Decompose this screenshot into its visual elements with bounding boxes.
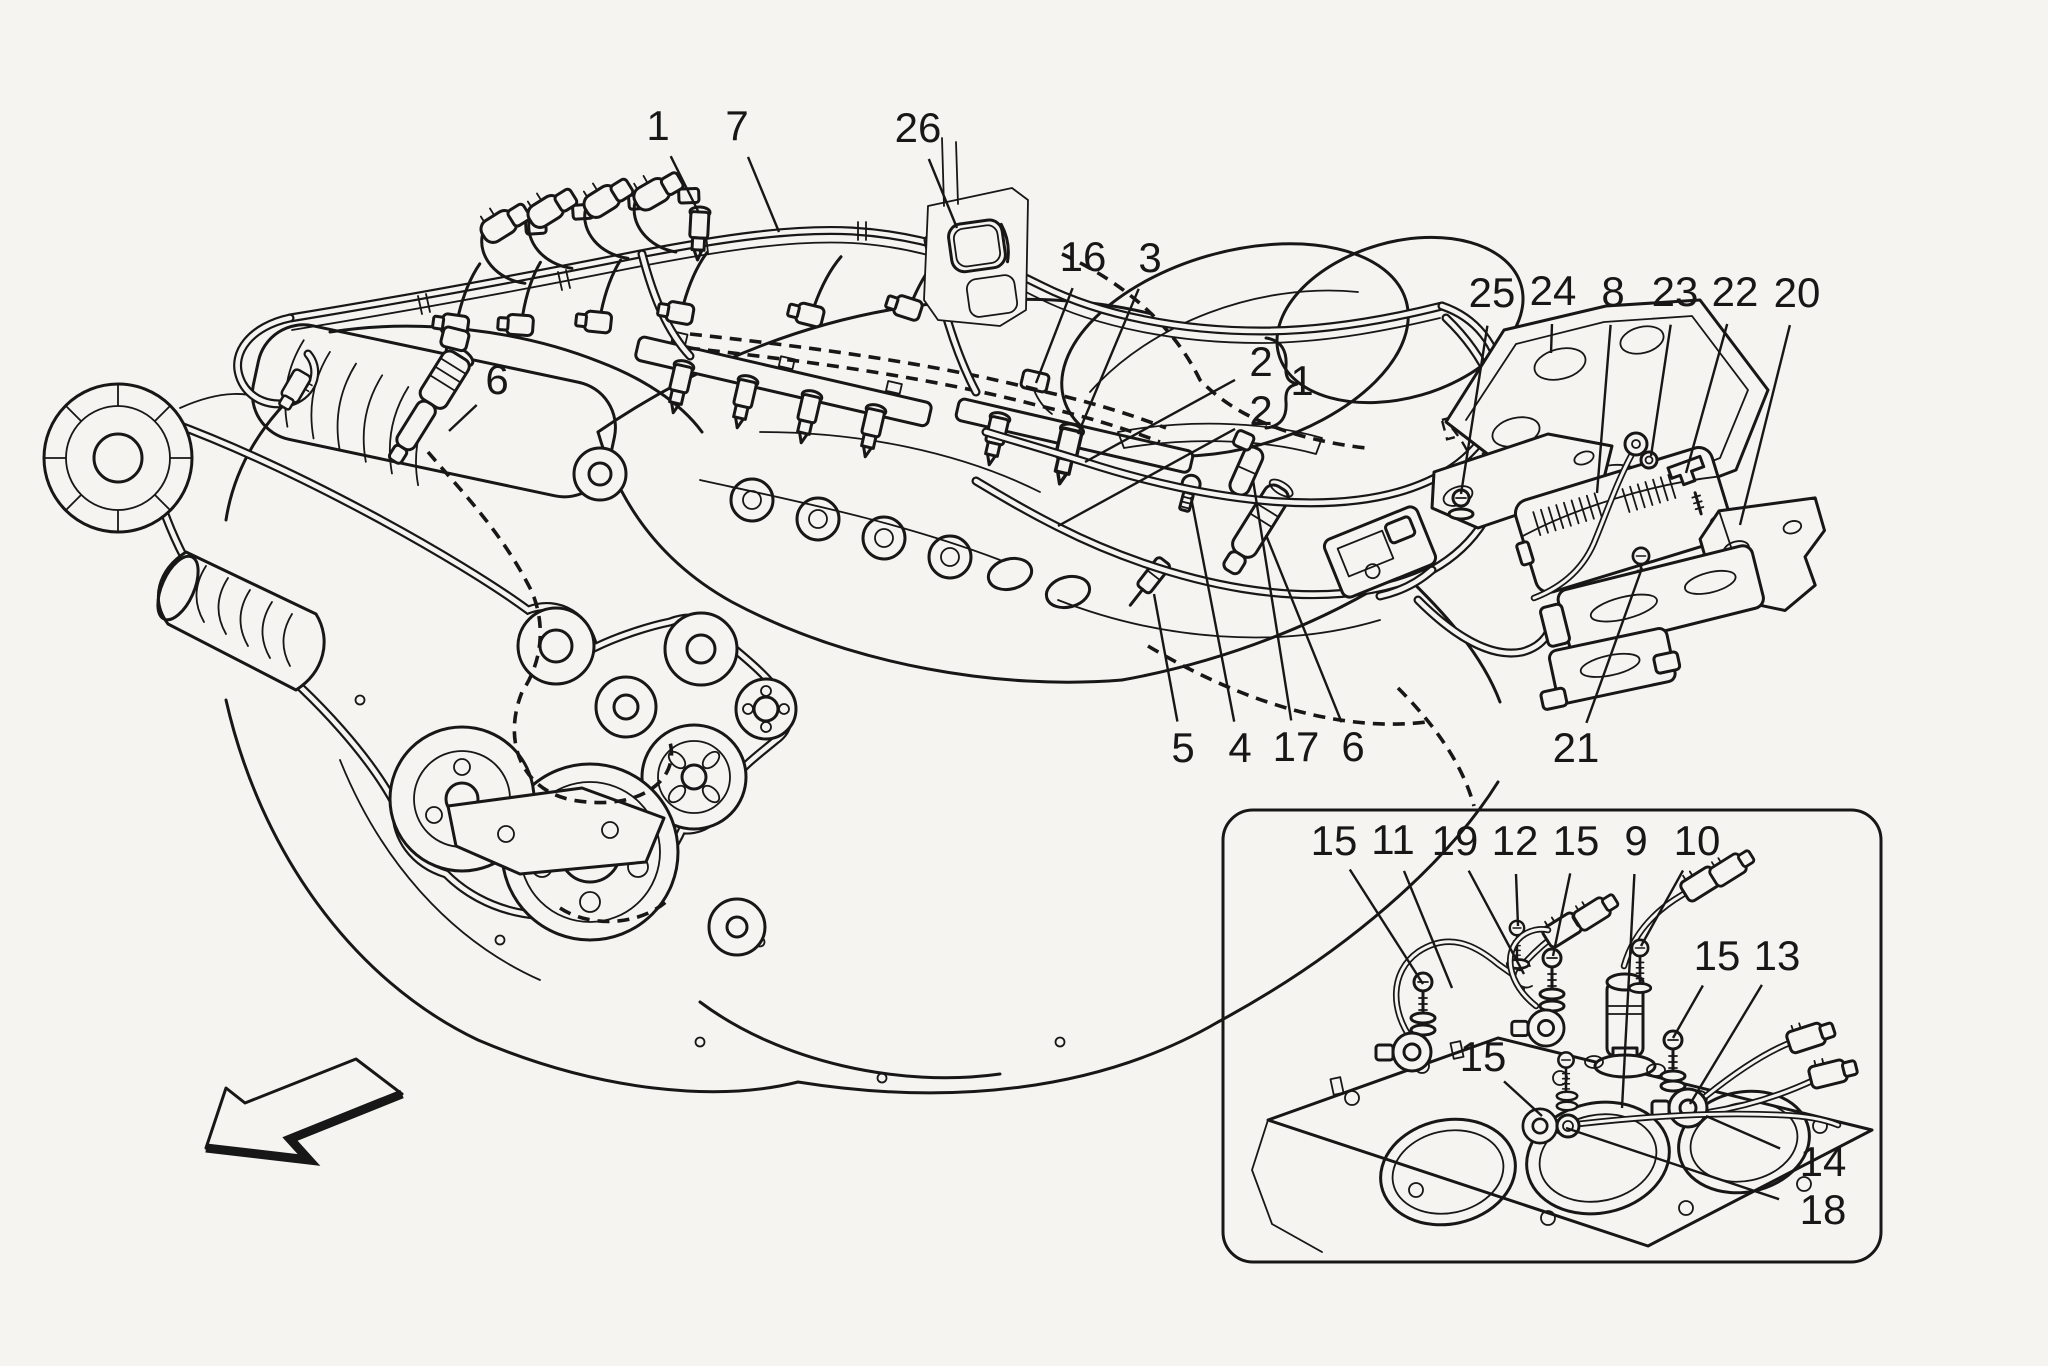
knock-sensor [1374,1031,1433,1073]
cylinder-block [1251,1036,1874,1253]
knock-sensor [1510,1008,1566,1048]
leader-line-22 [1684,323,1729,474]
lower-bracket-2 [1539,627,1682,711]
leader-line-15 [1551,873,1572,957]
leader-line-16 [1034,287,1074,384]
belt-drive [42,382,798,957]
ground-cable [1530,431,1649,602]
leader-line-14 [1705,1114,1781,1150]
leader-line-15 [1348,868,1425,985]
callout-7: 7 [725,102,748,149]
callout-3: 3 [1138,234,1161,281]
leader-line-6 [448,404,478,432]
leader-line-6 [1264,534,1343,723]
cam-sensor-17 [1228,429,1265,497]
accessory-pulley [640,723,748,831]
callout-brace [1264,336,1299,430]
wiring-harness [233,153,1556,924]
fuel-rail-and-injectors [634,330,1195,489]
callout-1: 1 [646,102,669,149]
leader-line-11 [1402,870,1454,989]
callout-26: 26 [895,104,942,151]
spark-plug-wells [729,477,1092,610]
ecu-box-8 [1513,446,1735,594]
knock-sensor-cable-mid [1506,926,1566,1048]
direction-arrow [204,1057,404,1166]
callout-25: 25 [1469,269,1516,316]
callout-15: 15 [1553,817,1600,864]
leader-line-17 [1251,479,1293,721]
alternator [42,382,273,534]
callout-24: 24 [1530,267,1577,314]
grommet-18 [1555,1113,1581,1139]
callout-2: 2 [1249,338,1272,385]
callout-10: 10 [1674,817,1721,864]
leader-line-25 [1459,325,1489,495]
callout-5: 5 [1171,724,1194,771]
callout-8: 8 [1601,268,1624,315]
callout-6: 6 [485,356,508,403]
leader-line-3 [1076,288,1140,435]
callout-1: 1 [1290,357,1313,404]
leader-line-26 [927,158,959,229]
callout-6: 6 [1341,723,1364,770]
intake-hose [156,550,326,692]
callout-23: 23 [1652,268,1699,315]
engine-illustration [42,137,1827,1095]
ignition-coil-valley [1222,478,1294,576]
leader-line-15 [1503,1080,1543,1117]
callout-20: 20 [1774,269,1821,316]
leader-line-21 [1585,567,1644,724]
mount-bracket [446,786,767,957]
inset-panel [1221,808,1883,1264]
callout-21: 21 [1553,724,1600,771]
ecu-harness-plug [1322,505,1438,599]
callout-14: 14 [1800,1138,1847,1185]
leader-line-24 [1549,323,1554,354]
leader-line-4 [1189,496,1236,722]
ecu-assembly [1322,298,1827,711]
ignition-coil-6 [387,325,475,465]
leader-line-5 [1152,593,1179,722]
leader-line-12 [1514,873,1520,927]
callout-15: 15 [1694,932,1741,979]
callout-15: 15 [1311,817,1358,864]
leader-line-7 [746,156,781,233]
callout-18: 18 [1800,1186,1847,1233]
leader-line-9 [1620,873,1636,1109]
callout-2: 2 [1249,387,1272,434]
callout-17: 17 [1273,723,1320,770]
callout-22: 22 [1712,268,1759,315]
leader-line-2 [1057,427,1236,528]
lower-bracket [1539,544,1765,670]
callout-9: 9 [1624,817,1647,864]
leader-lines [448,155,1792,1201]
callout-12: 12 [1492,817,1539,864]
leader-line-23 [1649,324,1672,457]
relay-cover-26 [923,137,1029,327]
leader-line-19 [1467,870,1526,975]
nut-23 [1639,450,1659,470]
callout-11: 11 [1371,816,1415,863]
callout-4: 4 [1228,724,1251,771]
leader-line-10 [1639,869,1685,947]
callout-15: 15 [1460,1033,1507,1080]
leader-line-18 [1565,1126,1780,1201]
knock-sensor-cable-right [1650,1012,1861,1129]
callout-13: 13 [1754,932,1801,979]
idler-pulleys [516,606,798,741]
knock-sensor-cable-bottom [1521,1051,1842,1145]
leader-line-20 [1738,324,1792,526]
leader-line-2 [1084,378,1236,464]
callout-16: 16 [1060,233,1107,280]
valve-cover [156,323,628,692]
leader-line-13 [1688,984,1763,1105]
leader-line-15 [1671,984,1704,1039]
leader-line-1 [669,155,701,214]
callout-19: 19 [1432,817,1479,864]
leader-line-8 [1595,324,1612,494]
